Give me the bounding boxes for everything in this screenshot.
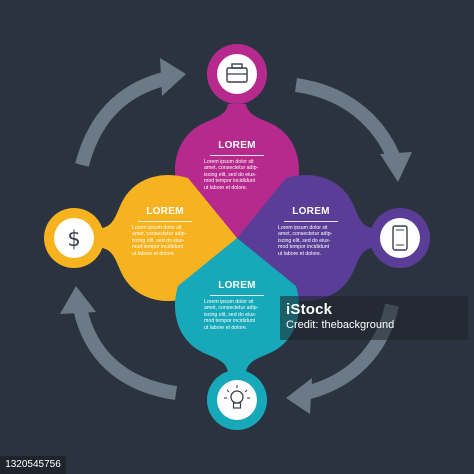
arrow-top-right xyxy=(294,78,401,161)
arrow-head-top-left xyxy=(160,58,186,96)
arrow-head-top-right xyxy=(380,152,412,182)
petal-top-title: LOREM xyxy=(218,140,256,151)
petal-top-body: Lorem ipsum dolor sit amet, consectetur … xyxy=(204,159,259,191)
petal-top-text: LOREM Lorem ipsum dolor sit amet, consec… xyxy=(204,140,270,191)
dollar-icon: $ xyxy=(54,218,94,258)
petal-bottom-text: LOREM Lorem ipsum dolor sit amet, consec… xyxy=(204,280,270,331)
petal-left-text: LOREM Lorem ipsum dolor sit amet, consec… xyxy=(132,206,198,257)
petal-right-text: LOREM Lorem ipsum dolor sit amet, consec… xyxy=(278,206,344,257)
arrow-head-bottom-right xyxy=(286,378,312,414)
petal-bottom-title: LOREM xyxy=(218,280,256,291)
petal-top-divider xyxy=(210,155,264,156)
arrow-heads xyxy=(60,58,412,414)
svg-text:$: $ xyxy=(67,227,80,251)
lightbulb-icon xyxy=(217,380,257,420)
arrow-top-left xyxy=(75,71,170,167)
petal-left-body: Lorem ipsum dolor sit amet, consectetur … xyxy=(132,225,187,257)
petal-right-title: LOREM xyxy=(292,206,330,217)
petal-left-title: LOREM xyxy=(146,206,184,217)
watermark-brand: iStock xyxy=(286,301,333,318)
petal-bottom-divider xyxy=(210,295,264,296)
petal-bottom-body: Lorem ipsum dolor sit amet, consectetur … xyxy=(204,299,259,331)
watermark-backdrop xyxy=(280,296,468,340)
petal-left-divider xyxy=(138,221,192,222)
briefcase-icon xyxy=(217,54,257,94)
petal-bottom xyxy=(175,238,299,430)
watermark-credit: Credit: thebackground xyxy=(286,319,395,331)
arrow-bottom-left xyxy=(73,306,178,400)
petal-right-divider xyxy=(284,221,338,222)
arrow-head-bottom-left xyxy=(60,286,96,314)
petal-right-body: Lorem ipsum dolor sit amet, consectetur … xyxy=(278,225,333,257)
smartphone-icon xyxy=(380,218,420,258)
stock-id-label: 1320545756 xyxy=(0,456,66,474)
